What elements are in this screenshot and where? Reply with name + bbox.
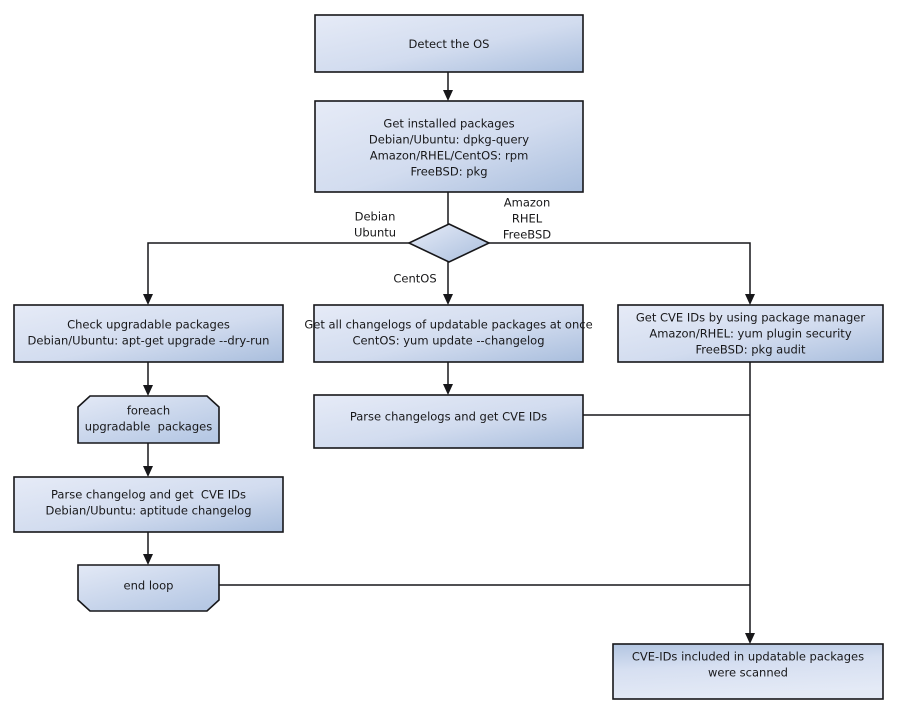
node-get-installed-packages[interactable]: Get installed packages Debian/Ubuntu: dp… bbox=[314, 100, 584, 193]
edge-label-ubuntu: Ubuntu bbox=[354, 226, 396, 240]
node-scanned-result-line-0: CVE-IDs included in updatable packages bbox=[632, 650, 864, 664]
node-loop-start[interactable]: foreach upgradable packages bbox=[77, 395, 220, 444]
node-check-upgradable-line-0: Check upgradable packages bbox=[67, 318, 230, 332]
node-get-cve-ids-line-0: Get CVE IDs by using package manager bbox=[636, 311, 866, 325]
edge-label-debian-ubuntu: Debian Ubuntu bbox=[354, 210, 396, 240]
arrowhead-cve-pkg-manager bbox=[745, 294, 755, 305]
node-get-all-changelogs-line-0: Get all changelogs of updatable packages… bbox=[304, 318, 592, 332]
node-parse-changelog-single-line-1: Debian/Ubuntu: aptitude changelog bbox=[46, 504, 252, 518]
arrowhead-installed bbox=[443, 90, 453, 101]
arrowhead-check-upgradable bbox=[143, 294, 153, 305]
connectors bbox=[143, 72, 755, 644]
arrowhead-all-changelogs bbox=[443, 294, 453, 305]
node-check-upgradable[interactable]: Check upgradable packages Debian/Ubuntu:… bbox=[13, 304, 284, 363]
edge-label-debian: Debian bbox=[355, 210, 396, 224]
node-get-cve-ids-line-2: FreeBSD: pkg audit bbox=[695, 343, 806, 357]
node-get-all-changelogs-line-1: CentOS: yum update --changelog bbox=[352, 334, 544, 348]
arrowhead-scanned-result bbox=[745, 633, 755, 644]
connector-decision-to-check-upgradable bbox=[147, 242, 409, 296]
node-os-decision[interactable] bbox=[407, 223, 491, 263]
node-detect-os-line-0: Detect the OS bbox=[409, 37, 490, 51]
node-detect-os[interactable]: Detect the OS bbox=[314, 14, 584, 73]
node-loop-end[interactable]: end loop bbox=[77, 564, 220, 612]
node-parse-changelogs-bulk-line-0: Parse changelogs and get CVE IDs bbox=[350, 410, 547, 424]
node-get-all-changelogs[interactable]: Get all changelogs of updatable packages… bbox=[304, 304, 593, 363]
edge-label-centos-text: CentOS bbox=[393, 272, 436, 286]
node-parse-changelog-single[interactable]: Parse changelog and get CVE IDs Debian/U… bbox=[13, 476, 284, 533]
edge-label-amazon: Amazon bbox=[504, 196, 550, 210]
node-get-installed-packages-line-0: Get installed packages bbox=[383, 117, 514, 131]
arrowhead-parse-changelog bbox=[143, 466, 153, 477]
node-get-installed-packages-line-2: Amazon/RHEL/CentOS: rpm bbox=[370, 149, 529, 163]
node-get-installed-packages-line-3: FreeBSD: pkg bbox=[410, 165, 487, 179]
node-get-cve-ids-pkg-manager[interactable]: Get CVE IDs by using package manager Ama… bbox=[617, 304, 884, 363]
node-loop-start-line-1: upgradable packages bbox=[85, 420, 212, 434]
node-get-cve-ids-line-1: Amazon/RHEL: yum plugin security bbox=[649, 327, 851, 341]
node-parse-changelog-single-line-0: Parse changelog and get CVE IDs bbox=[51, 488, 246, 502]
node-scanned-result-line-1: were scanned bbox=[708, 666, 788, 680]
arrowhead-loop-start bbox=[143, 385, 153, 396]
edge-label-centos: CentOS bbox=[393, 272, 436, 286]
node-get-installed-packages-line-1: Debian/Ubuntu: dpkg-query bbox=[369, 133, 529, 147]
node-loop-start-line-0: foreach bbox=[127, 404, 170, 418]
edge-label-freebsd: FreeBSD bbox=[503, 228, 551, 242]
connector-decision-to-cve-pkg-manager bbox=[489, 242, 751, 296]
node-loop-end-line-0: end loop bbox=[124, 579, 174, 593]
arrowhead-loop-end bbox=[143, 554, 153, 565]
node-check-upgradable-line-1: Debian/Ubuntu: apt-get upgrade --dry-run bbox=[28, 334, 270, 348]
arrowhead-parse-bulk bbox=[443, 384, 453, 395]
node-scanned-result[interactable]: CVE-IDs included in updatable packages w… bbox=[612, 643, 884, 700]
edge-label-amazon-rhel-freebsd: Amazon RHEL FreeBSD bbox=[503, 196, 551, 242]
edge-label-rhel: RHEL bbox=[512, 212, 543, 226]
node-parse-changelogs-bulk[interactable]: Parse changelogs and get CVE IDs bbox=[313, 394, 584, 449]
